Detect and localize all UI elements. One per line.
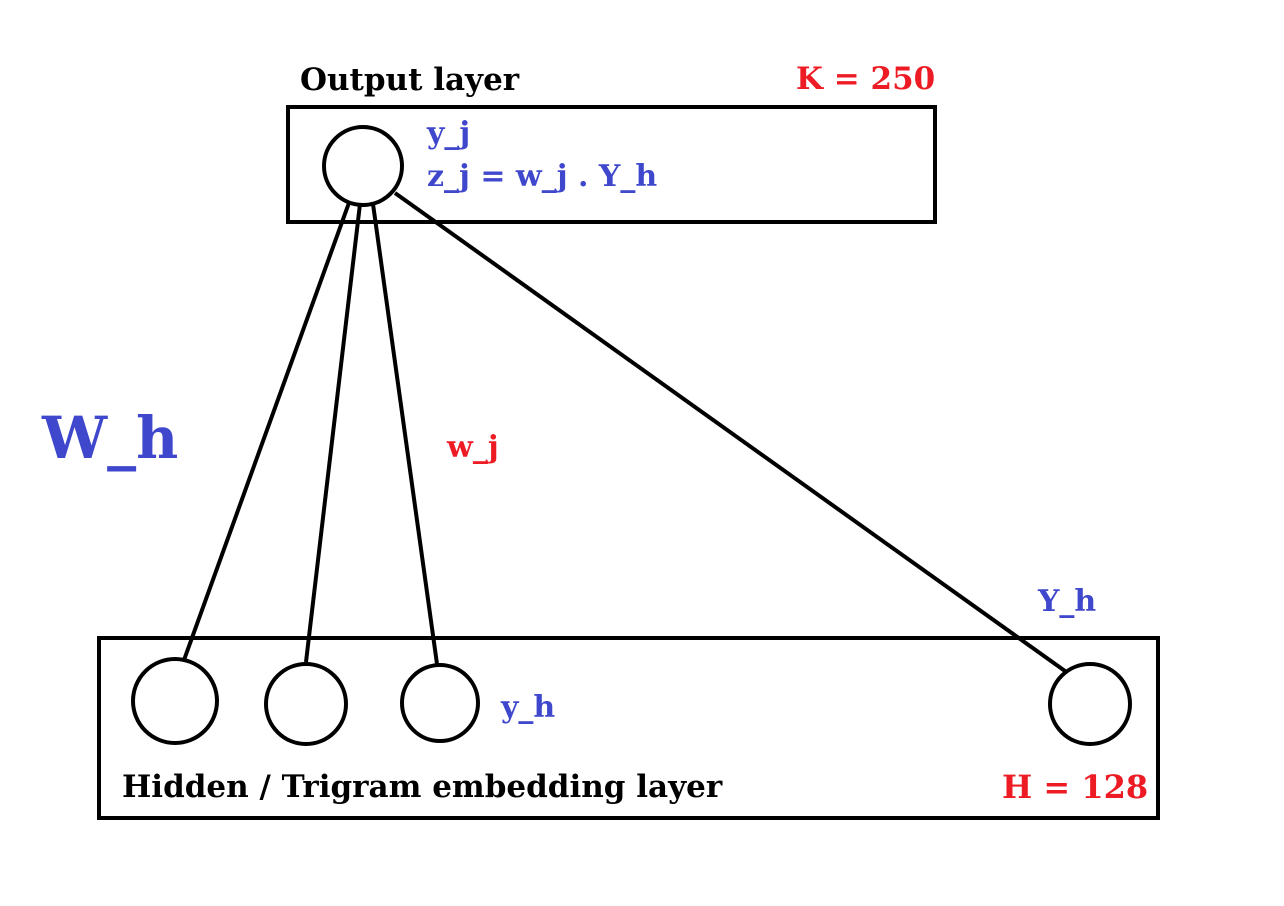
connections — [182, 191, 1074, 678]
output-layer-box — [286, 105, 937, 224]
connection-line — [393, 191, 1074, 678]
output-node — [322, 125, 404, 207]
weight-matrix-label: W_h — [41, 404, 178, 472]
hidden-vector-label: Y_h — [1037, 584, 1096, 619]
hidden-layer-title: Hidden / Trigram embedding layer — [122, 769, 723, 805]
output-node-label: y_j — [426, 116, 470, 151]
hidden-node — [131, 657, 219, 745]
output-equation: z_j = w_j . Y_h — [427, 159, 657, 194]
connection-line — [371, 203, 439, 665]
connection-line — [304, 203, 362, 663]
hidden-node — [400, 663, 480, 743]
hidden-node — [264, 662, 348, 746]
hidden-node — [1048, 662, 1132, 746]
output-layer-title: Output layer — [300, 62, 520, 98]
hidden-layer-box — [97, 636, 1160, 820]
output-size-label: K = 250 — [796, 61, 935, 97]
hidden-size-label: H = 128 — [1002, 768, 1148, 806]
connection-line — [182, 199, 352, 661]
hidden-node-label: y_h — [500, 690, 555, 725]
weight-vector-label: w_j — [446, 430, 499, 465]
